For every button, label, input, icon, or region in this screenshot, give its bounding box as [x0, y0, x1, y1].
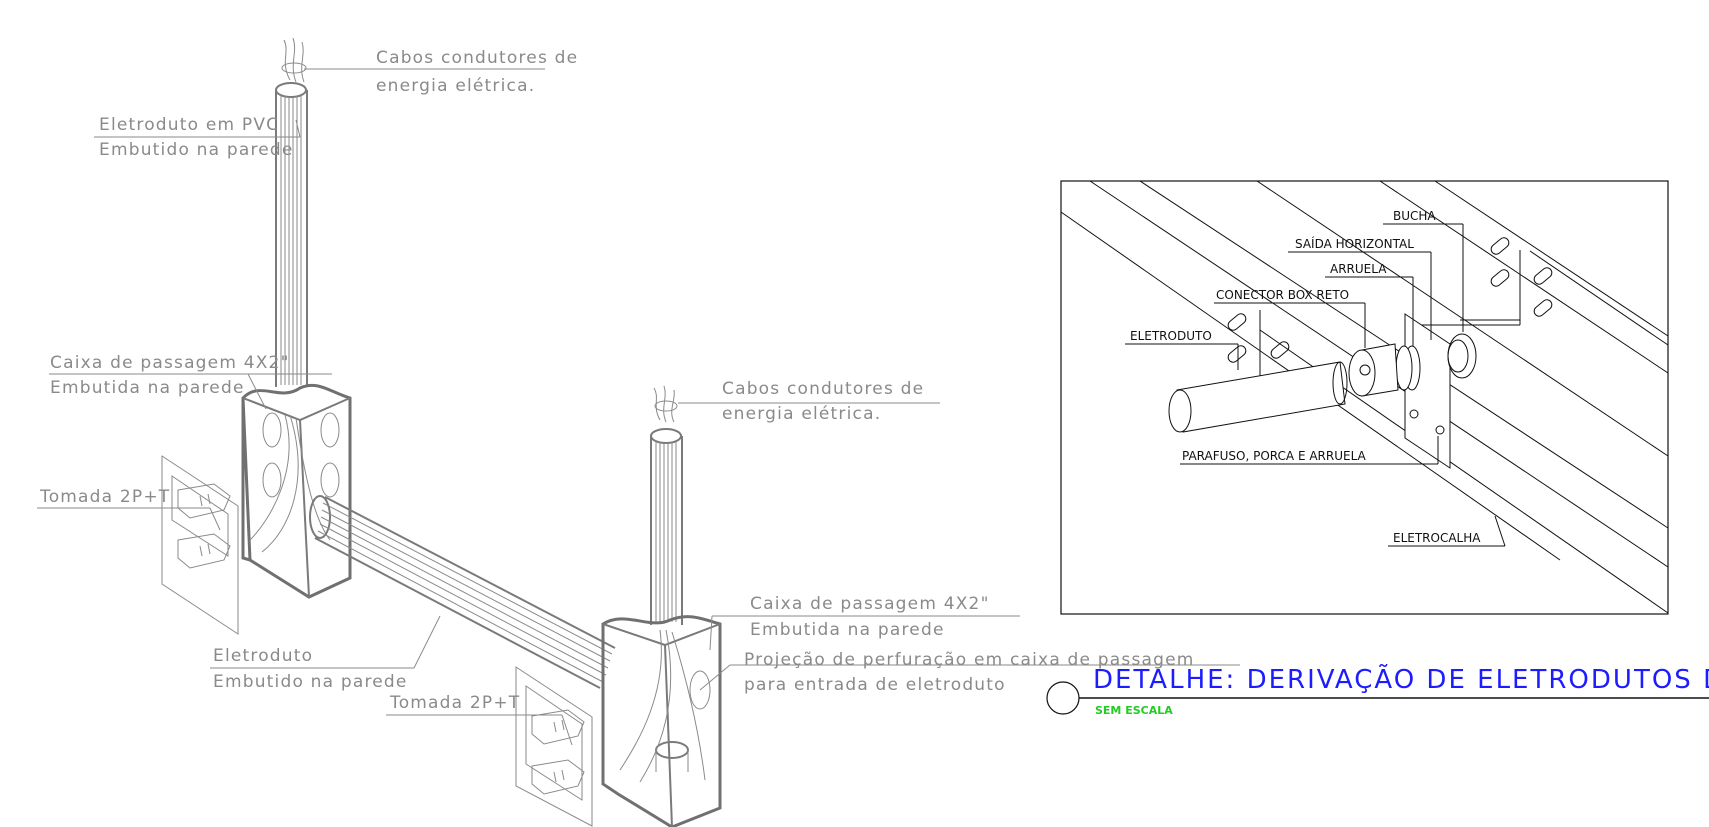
- vertical-conduit-1: [275, 82, 308, 387]
- label-cables-1-line2: energia elétrica.: [376, 76, 535, 96]
- leaders-left: [37, 68, 1240, 746]
- junction-box-2: [601, 615, 722, 827]
- detail-title: DETALHE: DERIVAÇÃO DE ELETRODUTOS DAS: [1093, 663, 1709, 695]
- title-block: DETALHE: DERIVAÇÃO DE ELETRODUTOS DAS SE…: [1046, 663, 1709, 717]
- label-cables-1-line1: Cabos condutores de: [376, 48, 578, 68]
- detail-label-bolt-nut-washer: PARAFUSO, PORCA E ARRUELA: [1182, 449, 1367, 463]
- label-socket-1: Tomada 2P+T: [39, 487, 170, 507]
- label-socket-2: Tomada 2P+T: [389, 693, 520, 713]
- label-conduit-line2: Embutido na parede: [213, 672, 408, 692]
- wires-top-2: [653, 385, 678, 423]
- vertical-conduit-2: [650, 428, 683, 625]
- detail-label-conduit: ELETRODUTO: [1130, 329, 1212, 343]
- scale-note: SEM ESCALA: [1095, 704, 1173, 717]
- socket-plate-1: [161, 455, 239, 635]
- detail-conduit-tube: [1168, 361, 1348, 433]
- detail-label-washer: ARRUELA: [1330, 262, 1387, 276]
- diagonal-conduit: [309, 495, 616, 689]
- detail-label-box-connector: CONECTOR BOX RETO: [1216, 288, 1349, 302]
- label-junction-box-2-line1: Caixa de passagem 4X2": [750, 594, 990, 614]
- detail-leaders: [1125, 223, 1506, 547]
- label-junction-box-2-line2: Embutida na parede: [750, 620, 945, 640]
- detail-label-horizontal-outlet: SAÍDA HORIZONTAL: [1295, 236, 1414, 251]
- box-connector: [1348, 343, 1399, 397]
- washer: [1395, 345, 1421, 391]
- bushing: [1447, 333, 1477, 379]
- label-junction-box-1-line2: Embutida na parede: [50, 378, 245, 398]
- label-cables-2-line1: Cabos condutores de: [722, 379, 924, 399]
- junction-box-1: [241, 383, 352, 599]
- label-junction-box-1-line1: Caixa de passagem 4X2": [50, 353, 290, 373]
- wires-top-1: [281, 37, 307, 83]
- label-drill-projection-line2: para entrada de eletroduto: [744, 675, 1006, 695]
- isometric-installation: Cabos condutores de energia elétrica. El…: [37, 37, 1240, 827]
- label-pvc-conduit-line2: Embutido na parede: [99, 140, 294, 160]
- label-conduit-line1: Eletroduto: [213, 646, 313, 666]
- socket-plate-2: [515, 666, 593, 827]
- label-cables-2-line2: energia elétrica.: [722, 404, 881, 424]
- label-pvc-conduit-line1: Eletroduto em PVC: [99, 115, 279, 135]
- detail-label-bushing: BUCHA: [1393, 209, 1436, 223]
- label-drill-projection-line1: Projeção de perfuração em caixa de passa…: [744, 650, 1195, 670]
- detail-frame: BUCHA SAÍDA HORIZONTAL ARRUELA CONECTOR …: [1060, 180, 1669, 615]
- detail-label-cable-tray: ELETROCALHA: [1393, 531, 1481, 545]
